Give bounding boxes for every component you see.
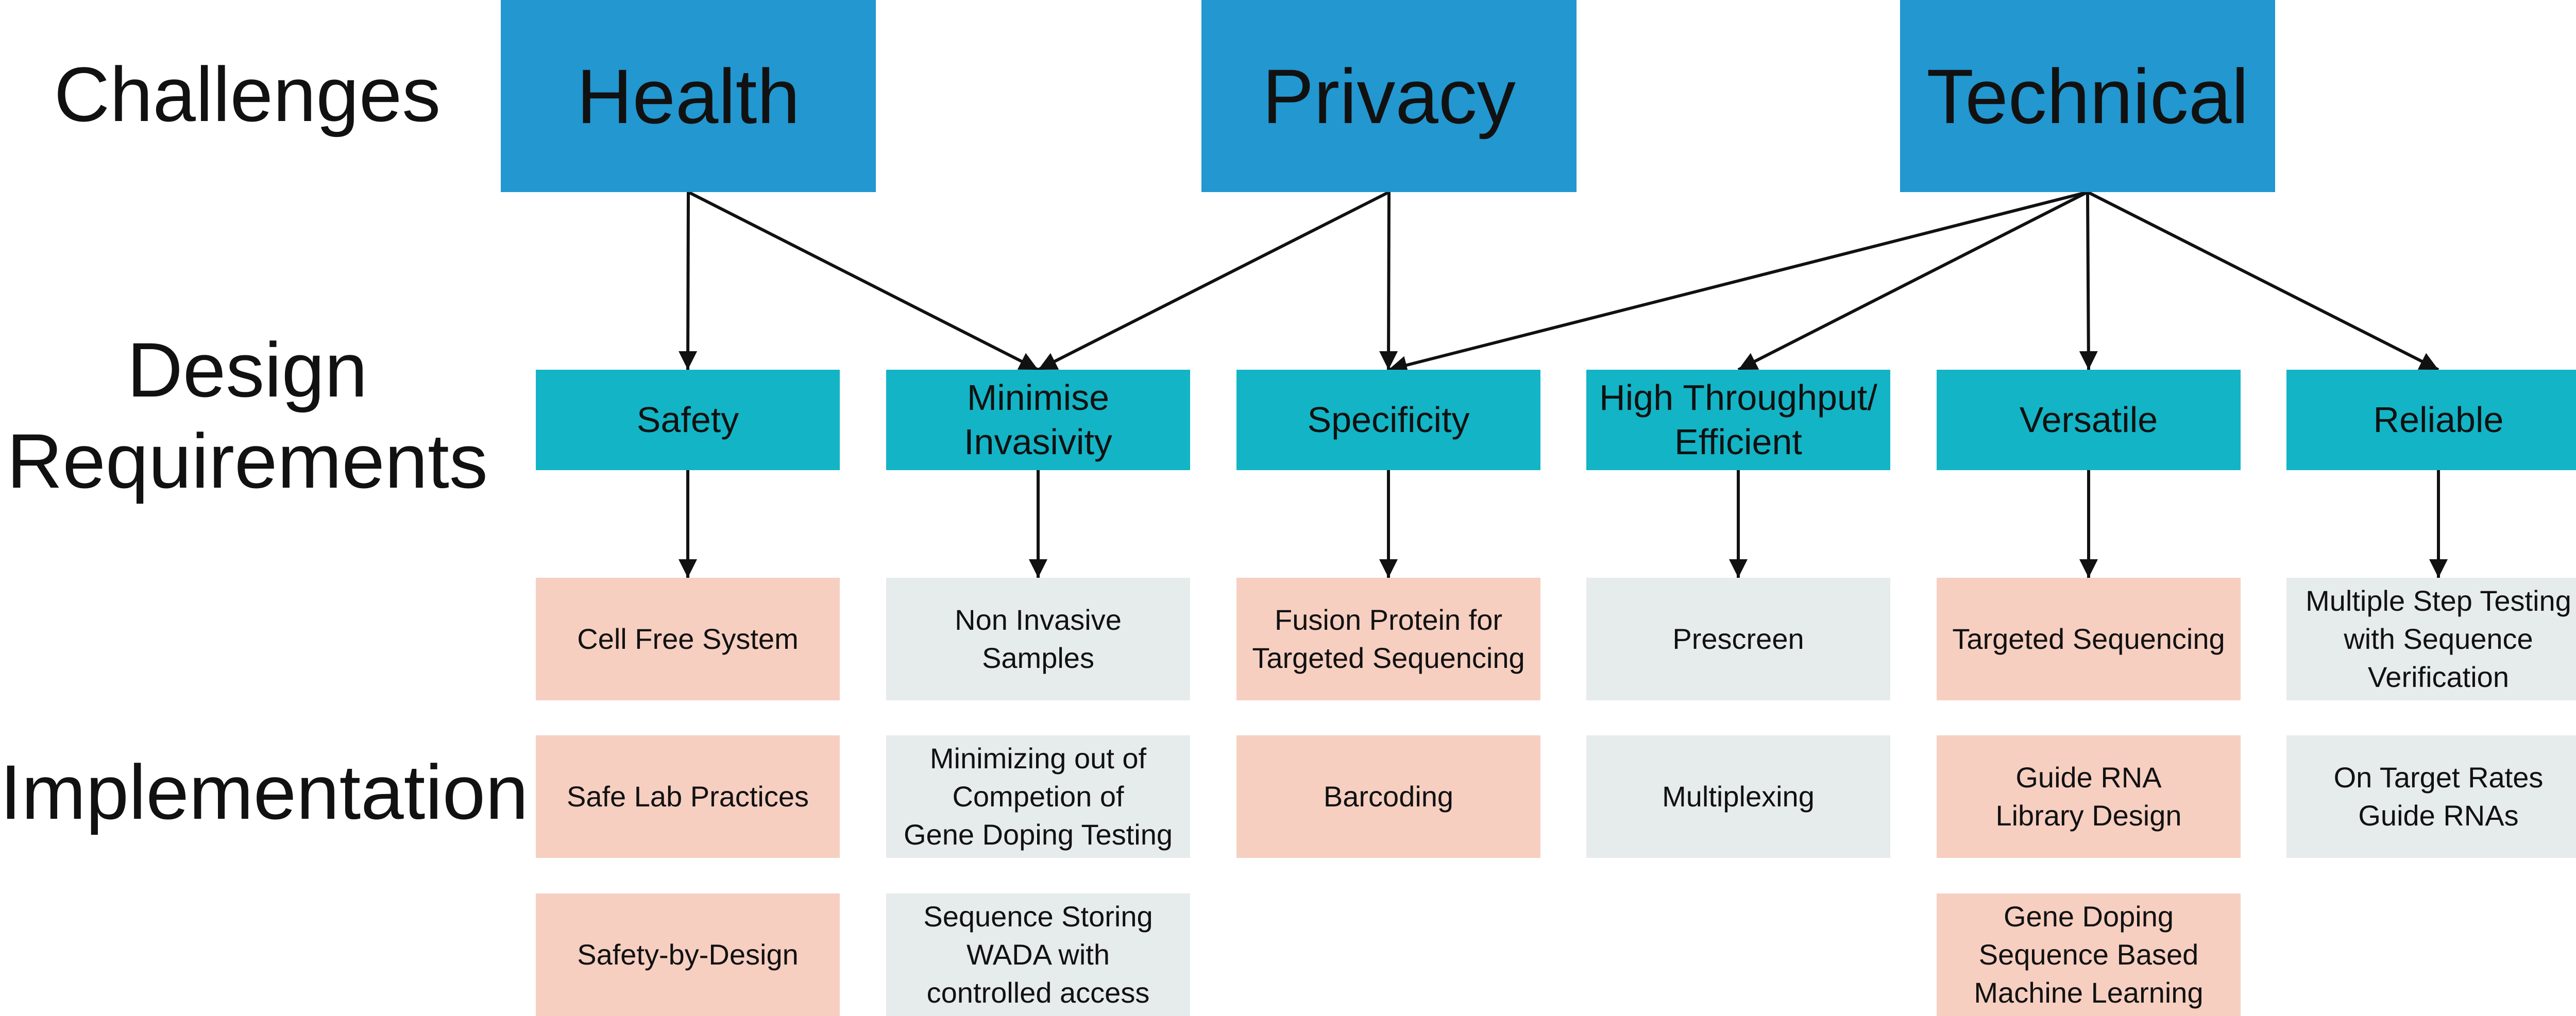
prescreen-implementation-box-line-1: Prescreen bbox=[1672, 623, 1804, 656]
fusion-protein-implementation-box-line-2: Targeted Sequencing bbox=[1252, 642, 1525, 674]
privacy-challenge-box: Privacy bbox=[1201, 0, 1577, 192]
health-challenge-box-line-1: Health bbox=[577, 53, 800, 140]
minimizing-competion-implementation-box-line-2: Competion of bbox=[952, 780, 1124, 813]
sequence-storing-implementation-box-line-1: Sequence Storing bbox=[923, 900, 1153, 933]
health-challenge-box: Health bbox=[501, 0, 876, 192]
specificity-requirement-box-line-1: Specificity bbox=[1307, 399, 1470, 440]
minimizing-competion-implementation-box-line-3: Gene Doping Testing bbox=[904, 818, 1173, 851]
multiplexing-implementation-box: Multiplexing bbox=[1586, 735, 1890, 858]
minimizing-competion-implementation-box-line-1: Minimizing out of bbox=[929, 742, 1147, 775]
row-label-challenges-line-1: Challenges bbox=[54, 51, 441, 137]
specificity-requirement-box: Specificity bbox=[1236, 370, 1540, 470]
arrow-technical-to-specificity bbox=[1388, 191, 2088, 374]
fusion-protein-implementation-box-line-1: Fusion Protein for bbox=[1275, 604, 1502, 636]
sequence-storing-implementation-box-line-3: controlled access bbox=[926, 976, 1150, 1009]
multiple-step-testing-implementation-box-line-2: with Sequence bbox=[2344, 623, 2533, 656]
cell-free-system-implementation-box: Cell Free System bbox=[536, 578, 840, 700]
row-label-implementation: Implementation bbox=[0, 747, 529, 838]
reliable-requirement-box-line-1: Reliable bbox=[2373, 399, 2504, 440]
reliable-requirement-box: Reliable bbox=[2286, 370, 2576, 470]
arrow-technical-to-versatile bbox=[2079, 192, 2098, 370]
non-invasive-samples-implementation-box-line-2: Samples bbox=[982, 642, 1094, 674]
targeted-sequencing-implementation-box: Targeted Sequencing bbox=[1937, 578, 2241, 700]
targeted-sequencing-implementation-box-line-1: Targeted Sequencing bbox=[1952, 623, 2225, 656]
minimizing-competion-implementation-box: Minimizing out of Competion of Gene Doping… bbox=[886, 735, 1190, 858]
gene-doping-ml-implementation-box-line-3: Machine Learning bbox=[1974, 976, 2204, 1009]
arrow-privacy-to-minimise-invasivity bbox=[1037, 191, 1390, 371]
row-label-design-requirements-line-2: Requirements bbox=[7, 418, 488, 504]
technical-challenge-box-line-1: Technical bbox=[1926, 53, 2249, 140]
arrow-technical-to-high-throughput bbox=[1737, 191, 2089, 371]
row-label-challenges: Challenges bbox=[0, 49, 495, 140]
multiple-step-testing-implementation-box-line-3: Verification bbox=[2368, 660, 2509, 693]
on-target-rates-implementation-box-line-1: On Target Rates bbox=[2333, 761, 2544, 794]
guide-rna-library-implementation-box-line-1: Guide RNA bbox=[2015, 761, 2162, 794]
on-target-rates-implementation-box-line-2: Guide RNAs bbox=[2358, 799, 2519, 832]
safe-lab-practices-implementation-box-line-1: Safe Lab Practices bbox=[566, 780, 809, 813]
gene-doping-ml-implementation-box-line-2: Sequence Based bbox=[1978, 938, 2199, 971]
versatile-requirement-box-line-1: Versatile bbox=[2019, 399, 2158, 440]
cell-free-system-implementation-box-line-1: Cell Free System bbox=[577, 623, 799, 656]
safety-by-design-implementation-box: Safety-by-Design bbox=[536, 893, 840, 1016]
safety-requirement-box-line-1: Safety bbox=[636, 399, 739, 440]
sequence-storing-implementation-box-line-2: WADA with bbox=[967, 938, 1110, 971]
multiple-step-testing-implementation-box-line-1: Multiple Step Testing bbox=[2306, 584, 2571, 617]
technical-challenge-box: Technical bbox=[1900, 0, 2275, 192]
non-invasive-samples-implementation-box-line-1: Non Invasive bbox=[955, 604, 1122, 636]
row-label-implementation-line-1: Implementation bbox=[0, 749, 529, 835]
versatile-requirement-box: Versatile bbox=[1937, 370, 2241, 470]
safe-lab-practices-implementation-box: Safe Lab Practices bbox=[536, 735, 840, 858]
gene-doping-ml-implementation-box-line-1: Gene Doping bbox=[2003, 900, 2174, 933]
barcoding-implementation-box-line-1: Barcoding bbox=[1323, 780, 1454, 813]
privacy-challenge-box-line-1: Privacy bbox=[1262, 53, 1516, 140]
row-label-design-requirements-line-1: Design bbox=[127, 326, 368, 413]
guide-rna-library-implementation-box: Guide RNA Library Design bbox=[1937, 735, 2241, 858]
arrow-health-to-minimise-invasivity bbox=[687, 191, 1039, 371]
prescreen-implementation-box: Prescreen bbox=[1586, 578, 1890, 700]
barcoding-implementation-box: Barcoding bbox=[1236, 735, 1540, 858]
high-throughput-requirement-box: High Throughput/Efficient bbox=[1586, 370, 1890, 470]
multiplexing-implementation-box-line-1: Multiplexing bbox=[1662, 780, 1815, 813]
high-throughput-requirement-box-line-1: High Throughput/ bbox=[1599, 377, 1877, 418]
arrow-privacy-to-specificity bbox=[1379, 192, 1398, 370]
safety-requirement-box: Safety bbox=[536, 370, 840, 470]
arrow-technical-to-reliable bbox=[2087, 191, 2439, 371]
minimise-invasivity-requirement-box-line-1: Minimise bbox=[967, 377, 1110, 418]
guide-rna-library-implementation-box-line-2: Library Design bbox=[1995, 799, 2182, 832]
high-throughput-requirement-box-line-2: Efficient bbox=[1674, 421, 1802, 462]
safety-by-design-implementation-box-line-1: Safety-by-Design bbox=[577, 938, 799, 971]
minimise-invasivity-requirement-box-line-2: Invasivity bbox=[964, 421, 1112, 462]
